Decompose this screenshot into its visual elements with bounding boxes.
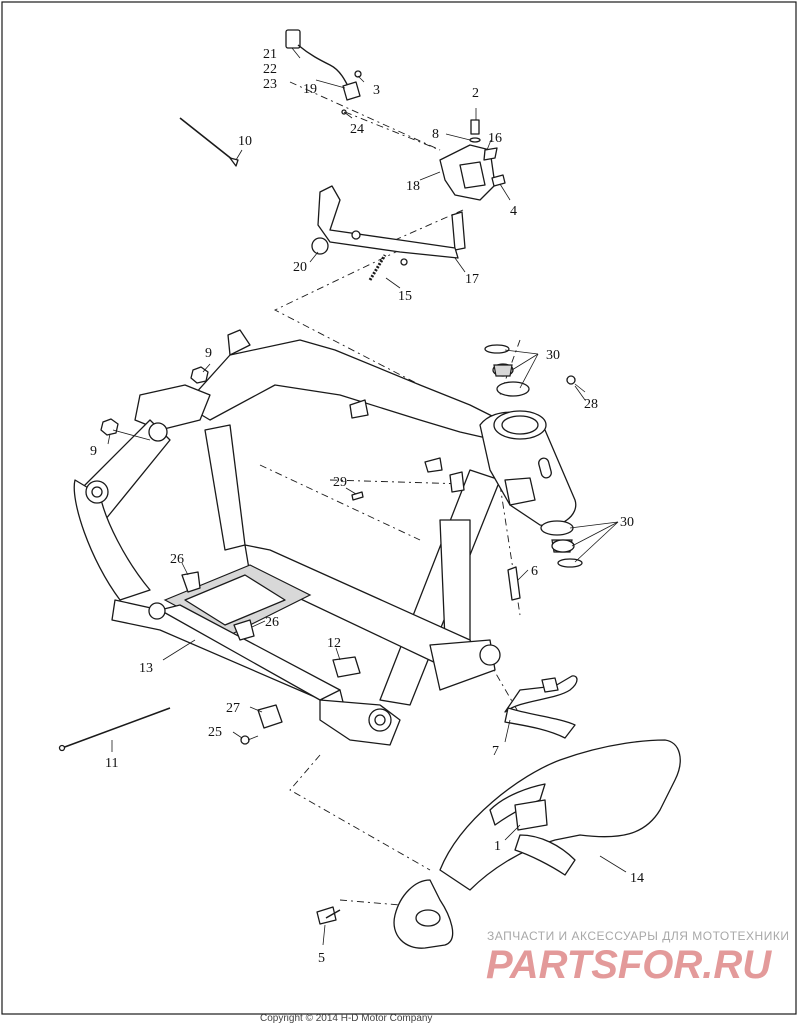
callout-22: 22 [263, 62, 277, 77]
callout-5: 5 [318, 951, 325, 966]
footer-copyright: Copyright © 2014 H-D Motor Company [260, 1013, 432, 1023]
callout-27: 27 [226, 701, 240, 716]
callout-9-top: 9 [205, 346, 212, 361]
callout-30-top: 30 [546, 348, 560, 363]
callout-30-bottom: 30 [620, 515, 634, 530]
part-6-pin [507, 566, 521, 601]
callout-20: 20 [293, 260, 307, 275]
callout-24: 24 [350, 122, 364, 137]
part-26-clips [181, 571, 255, 641]
callout-15: 15 [398, 289, 412, 304]
main-frame [73, 329, 501, 746]
part-29-screw [351, 491, 364, 501]
part-14-engine-guard [393, 739, 681, 949]
part-18-mount [439, 119, 506, 201]
callout-19: 19 [303, 82, 317, 97]
callout-8: 8 [432, 127, 439, 142]
callout-7: 7 [492, 744, 499, 759]
part-30-bearings [484, 344, 583, 568]
callout-29: 29 [333, 475, 347, 490]
callout-25: 25 [208, 725, 222, 740]
callout-10: 10 [238, 134, 252, 149]
watermark-tagline: ЗАПЧАСТИ И АКСЕССУАРЫ ДЛЯ МОТОТЕХНИКИ [487, 929, 789, 943]
callout-1: 1 [494, 839, 501, 854]
callout-12: 12 [327, 636, 341, 651]
part-5-bolt [316, 906, 341, 925]
callout-numbers: 21 22 23 19 3 24 2 8 16 18 4 10 20 15 17… [90, 47, 644, 966]
steering-head [479, 410, 577, 527]
callout-11: 11 [105, 756, 118, 771]
callout-9-left: 9 [90, 444, 97, 459]
part-10-cable-tie [179, 117, 239, 167]
callout-26-bottom: 26 [265, 615, 279, 630]
callout-17: 17 [465, 272, 479, 287]
callout-6: 6 [531, 564, 538, 579]
part-7-bracket [504, 675, 578, 739]
watermark-logo: PARTSFOR.RU [486, 943, 772, 987]
part-19-sensor [285, 29, 362, 115]
part-11-cable-tie [58, 707, 171, 752]
callout-26-top: 26 [170, 552, 184, 567]
callout-14: 14 [630, 871, 644, 886]
callout-28: 28 [584, 397, 598, 412]
callout-23: 23 [263, 77, 277, 92]
callout-4: 4 [510, 204, 517, 219]
part-17-kickstand [311, 185, 466, 281]
callout-18: 18 [406, 179, 420, 194]
watermark: ЗАПЧАСТИ И АКСЕССУАРЫ ДЛЯ МОТОТЕХНИКИ PA… [486, 929, 789, 987]
part-12-bracket [332, 656, 361, 678]
callout-21: 21 [263, 47, 277, 62]
part-28-screw [566, 375, 586, 393]
leader-lines [107, 47, 627, 946]
callout-2: 2 [472, 86, 479, 101]
part-27-25-clip [240, 704, 283, 745]
callout-13: 13 [139, 661, 153, 676]
callout-16: 16 [488, 131, 502, 146]
callout-3: 3 [373, 83, 380, 98]
